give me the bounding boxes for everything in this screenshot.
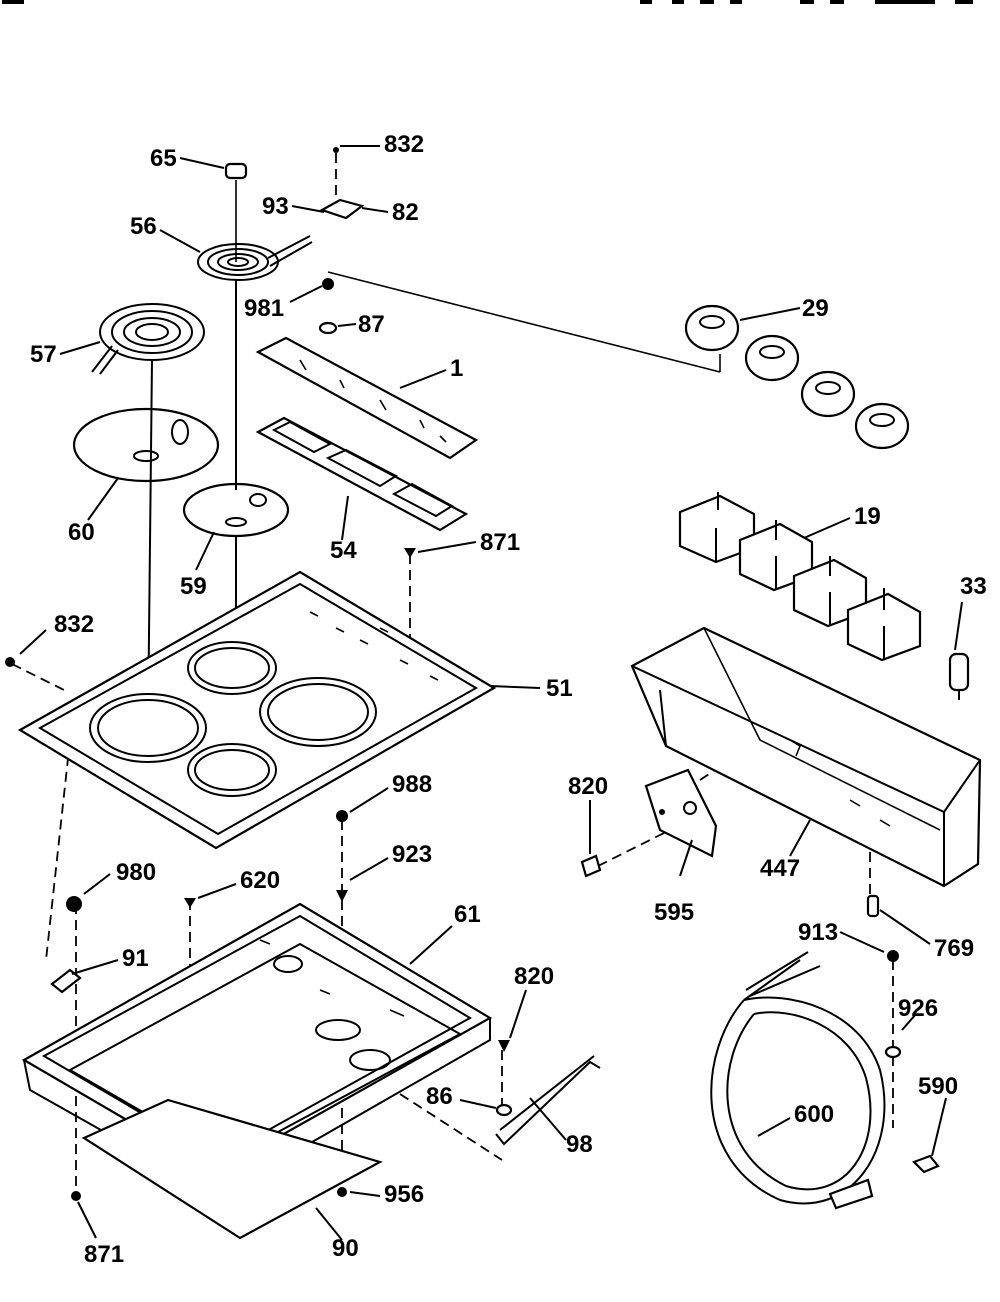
part-980 [66, 896, 82, 912]
label-54: 54 [330, 537, 357, 564]
part-65-cap [224, 162, 248, 180]
label-19: 19 [854, 503, 881, 530]
label-91: 91 [122, 945, 149, 972]
label-923: 923 [392, 841, 432, 868]
knobs-29 [684, 304, 910, 450]
control-housing-447 [630, 626, 982, 888]
part-87 [318, 321, 338, 335]
part-91-clip [50, 968, 82, 994]
label-913: 913 [798, 919, 838, 946]
label-926: 926 [898, 995, 938, 1022]
power-cord-600 [710, 951, 886, 1210]
part-988 [336, 810, 348, 822]
surface-unit-small [197, 235, 313, 281]
label-832-left: 832 [54, 611, 94, 638]
cooktop-51 [17, 570, 497, 850]
drip-pan-60 [72, 407, 220, 483]
control-panel-1 [255, 336, 479, 460]
label-620: 620 [240, 867, 280, 894]
part-820-lower [498, 1040, 510, 1052]
label-595: 595 [654, 899, 694, 926]
label-93: 93 [262, 193, 289, 220]
part-769 [866, 894, 880, 918]
label-29: 29 [802, 295, 829, 322]
label-447: 447 [760, 855, 800, 882]
label-590: 590 [918, 1073, 958, 1100]
label-1: 1 [450, 355, 463, 382]
part-871-bottom [71, 1191, 81, 1201]
gasket-54 [255, 416, 469, 532]
surface-unit-large [91, 303, 205, 375]
leader-lines [19, 145, 963, 1241]
part-820-screw [580, 854, 602, 878]
switches-19 [678, 492, 922, 662]
label-871-bottom: 871 [84, 1241, 124, 1268]
part-33-lamp [948, 652, 970, 700]
bracket-98 [495, 1055, 601, 1146]
label-86: 86 [426, 1083, 453, 1110]
label-61: 61 [454, 901, 481, 928]
part-590 [912, 1154, 940, 1174]
label-87: 87 [358, 311, 385, 338]
label-981: 981 [244, 295, 284, 322]
label-820-lower: 820 [514, 963, 554, 990]
shield-90 [81, 1098, 383, 1240]
label-65: 65 [150, 145, 177, 172]
drip-pan-59 [182, 482, 290, 538]
label-871-top: 871 [480, 529, 520, 556]
label-980: 980 [116, 859, 156, 886]
label-98: 98 [566, 1131, 593, 1158]
part-956 [337, 1187, 347, 1197]
part-871-screw [404, 548, 416, 558]
part-86 [495, 1103, 513, 1117]
label-59: 59 [180, 573, 207, 600]
label-988: 988 [392, 771, 432, 798]
label-956: 956 [384, 1181, 424, 1208]
bracket-595 [644, 768, 718, 858]
label-60: 60 [68, 519, 95, 546]
terminal-block [319, 147, 365, 220]
label-56: 56 [130, 213, 157, 240]
part-913 [887, 950, 899, 962]
label-600: 600 [794, 1101, 834, 1128]
part-620 [184, 898, 196, 908]
part-labels: 65 832 93 82 56 981 87 29 57 1 60 54 59 … [30, 131, 987, 1268]
label-769: 769 [934, 935, 974, 962]
label-820-right: 820 [568, 773, 608, 800]
part-981 [322, 278, 334, 290]
label-82: 82 [392, 199, 419, 226]
part-923 [336, 890, 348, 902]
part-832-screw [5, 657, 15, 667]
label-832-top: 832 [384, 131, 424, 158]
label-57: 57 [30, 341, 57, 368]
part-926 [884, 1045, 902, 1059]
label-51: 51 [546, 675, 573, 702]
label-33: 33 [960, 573, 987, 600]
label-90: 90 [332, 1235, 359, 1262]
header-fragments [2, 0, 973, 4]
